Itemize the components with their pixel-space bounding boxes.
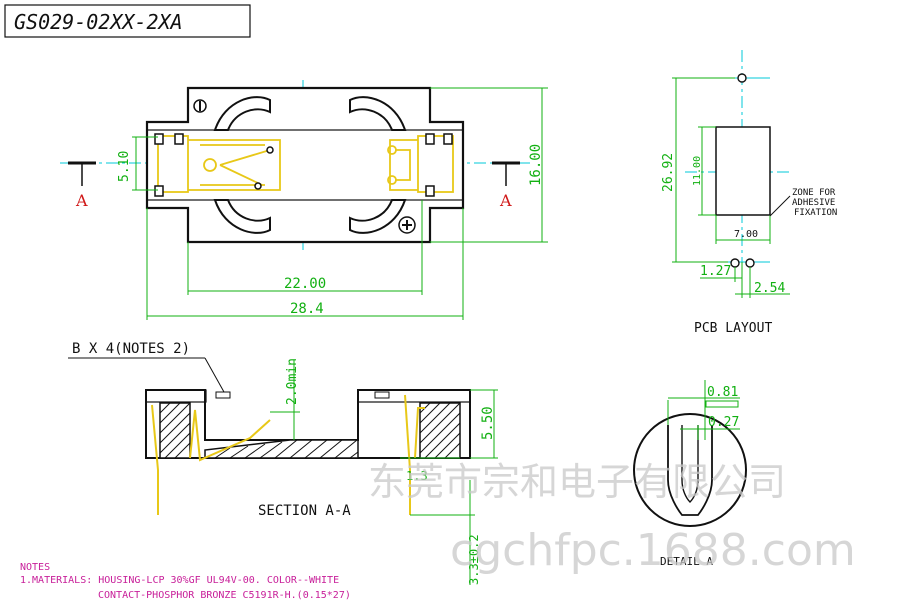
- detail-dim-a: 0.81: [707, 385, 738, 400]
- adhesive-zone: [715, 126, 771, 216]
- pcb-layout: 26.92 11.00 7.00 1.27 2.54 Z: [661, 50, 837, 336]
- title-block: GS029-02XX-2XA: [4, 4, 251, 38]
- positive-symbol: [398, 216, 416, 234]
- watermark-site: cgchfpc.1688.com: [450, 525, 856, 576]
- section-view: B X 4(NOTES 2): [68, 341, 498, 585]
- pcb-hole-bottom-left: [730, 258, 740, 268]
- section-label: SECTION A-A: [258, 503, 351, 519]
- pcb-dim-pad-width: 7.00: [734, 229, 758, 240]
- dim-contact-pitch-label: 5.10: [117, 151, 132, 182]
- notes-line1: 1.MATERIALS: HOUSING-LCP 30%GF UL94V-00.…: [20, 575, 339, 586]
- part-number: GS029-02XX-2XA: [14, 10, 183, 34]
- detail-label: DETAIL A: [660, 555, 713, 568]
- negative-symbol: [193, 99, 207, 113]
- left-contact: [157, 135, 281, 193]
- zone-note-line2: ADHESIVE: [792, 198, 835, 208]
- dim-width-inner-label: 22.00: [284, 276, 326, 292]
- dim-height: [430, 87, 548, 243]
- dim-width-outer-label: 28.4: [290, 301, 324, 317]
- dim-width-inner: [187, 200, 423, 295]
- detail-view: 0.81 0.27 DETAIL A: [633, 380, 747, 568]
- pcb-dim-total-height: 26.92: [661, 153, 676, 192]
- notes-line2: CONTACT-PHOSPHOR BRONZE C5191R-H.(0.15*2…: [98, 590, 351, 601]
- housing-outline: [145, 86, 465, 244]
- dim-width-outer: [146, 208, 464, 320]
- detail-dim-b: 0.27: [708, 415, 739, 430]
- zone-note-line1: ZONE FOR: [792, 188, 836, 198]
- pcb-hole-top: [737, 73, 747, 83]
- top-view: A A 5.10 16.00 22.00: [60, 80, 548, 320]
- pcb-dim-pad-height: 11.00: [692, 156, 703, 186]
- pcb-layout-title: PCB LAYOUT: [694, 321, 772, 336]
- section-contacts: [151, 394, 425, 515]
- notes: NOTES 1.MATERIALS: HOUSING-LCP 30%GF UL9…: [20, 562, 351, 601]
- section-dim-small: 1.3: [406, 469, 428, 483]
- svg-text:A: A: [75, 191, 88, 210]
- svg-text:A: A: [499, 191, 512, 210]
- pcb-hole-bottom-right: [745, 258, 755, 268]
- dim-height-label: 16.00: [528, 144, 544, 186]
- notes-heading: NOTES: [20, 562, 50, 573]
- section-dim-lead: 3.3±0.2: [467, 534, 481, 585]
- section-dim-min: 2.0min: [285, 358, 300, 405]
- watermark-company: 东莞市宗和电子有限公司: [368, 460, 786, 504]
- section-marker-right: A: [492, 161, 520, 210]
- pcb-dim-hole-pitch: 2.54: [754, 281, 785, 296]
- watermark: 东莞市宗和电子有限公司 cgchfpc.1688.com: [368, 460, 856, 576]
- zone-note-line3: FIXATION: [794, 208, 837, 218]
- section-dim-height: 5.50: [480, 406, 496, 440]
- dim-contact-pitch: [132, 136, 158, 191]
- section-callout: B X 4(NOTES 2): [72, 341, 190, 357]
- pcb-dim-hole-offset: 1.27: [700, 264, 731, 279]
- section-marker-left: A: [68, 161, 96, 210]
- right-contact: [387, 135, 454, 193]
